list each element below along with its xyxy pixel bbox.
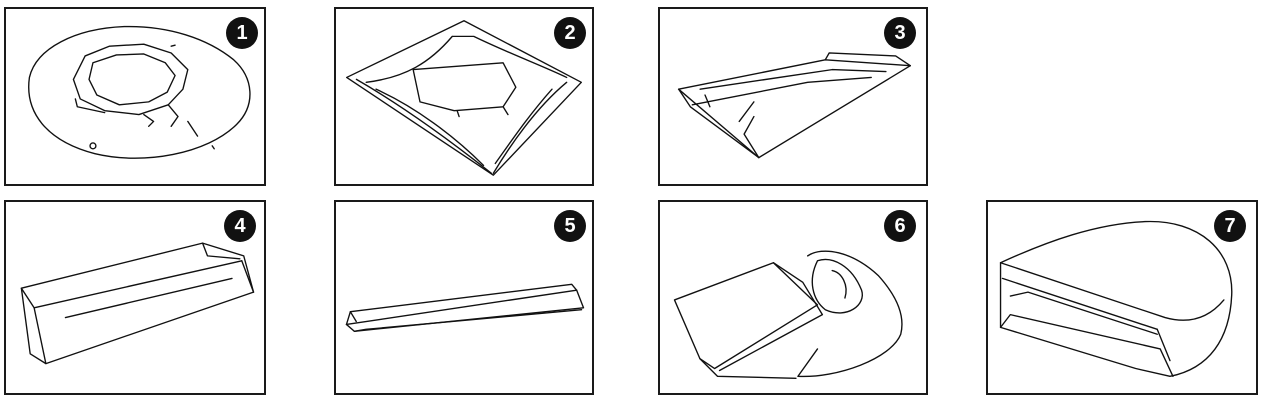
step-5-badge: 5 [554,210,586,242]
step-2-illustration [345,20,583,176]
step-1-illustration [28,25,251,159]
step-4-panel: 4 [4,200,266,395]
step-4-badge: 4 [224,210,256,242]
step-3-badge: 3 [884,17,916,49]
step-1-panel: 1 [4,7,266,186]
step-6-badge: 6 [884,210,916,242]
step-4-illustration [20,242,255,365]
step-5-illustration [345,283,585,332]
step-7-illustration [999,220,1233,378]
step-7-badge: 7 [1214,210,1246,242]
step-2-panel: 2 [334,7,594,186]
step-3-panel: 3 [658,7,928,186]
step-6-panel: 6 [658,200,928,395]
step-7-panel: 7 [986,200,1258,395]
step-5-panel: 5 [334,200,594,395]
step-6-illustration [673,250,903,379]
step-2-badge: 2 [554,17,586,49]
step-3-illustration [677,52,912,159]
step-1-badge: 1 [226,17,258,49]
